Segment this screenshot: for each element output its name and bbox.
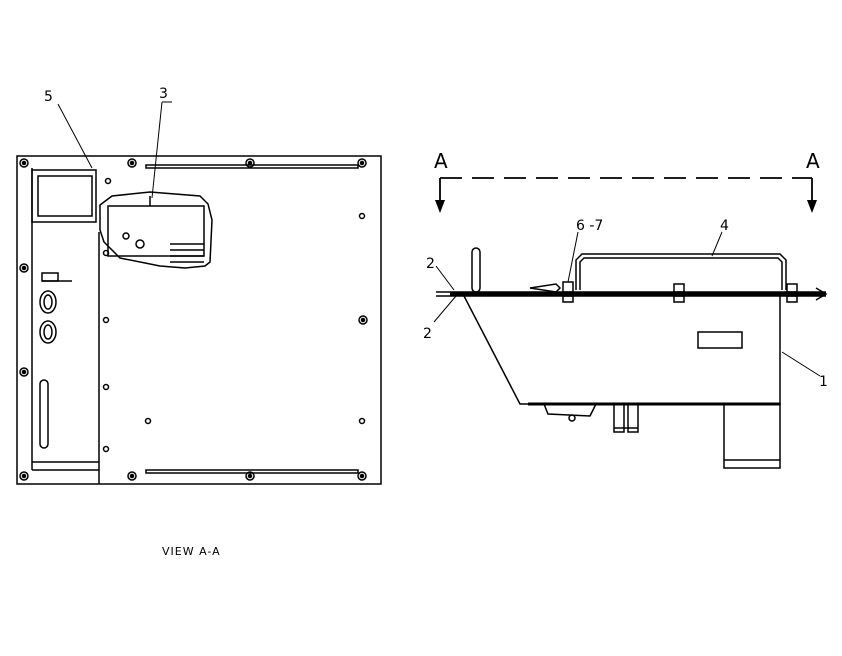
callout-2-upper: 2 <box>426 256 435 272</box>
leader-5 <box>57 103 93 169</box>
callout-5: 5 <box>44 89 53 105</box>
part-3-connector <box>99 191 213 269</box>
part-1-enclosure <box>463 295 781 405</box>
pipe-right <box>627 403 639 433</box>
leader-1 <box>781 351 821 377</box>
callout-6-7: 6 -7 <box>576 218 603 234</box>
long-slot <box>39 379 49 449</box>
section-marker-right: A <box>806 149 820 173</box>
mounting-plate <box>16 155 382 485</box>
leader-6-7 <box>567 231 579 283</box>
callout-2-lower: 2 <box>423 326 432 342</box>
post <box>471 247 481 293</box>
bolt-6-7 <box>562 281 574 293</box>
section-arrow-left <box>435 200 445 213</box>
leader-2a <box>435 265 455 291</box>
section-arrow-right <box>807 200 817 213</box>
view-a-a <box>16 155 382 485</box>
side-view <box>436 247 828 469</box>
leader-3 <box>151 101 163 199</box>
callout-3: 3 <box>159 86 168 102</box>
lower-box <box>723 403 781 469</box>
mounting-holes <box>19 158 368 481</box>
label-plate <box>697 331 743 349</box>
callout-1: 1 <box>819 374 828 390</box>
grommet-upper <box>39 290 57 314</box>
leader-4 <box>711 231 723 257</box>
leader-2b <box>433 295 457 323</box>
callout-4: 4 <box>720 218 729 234</box>
view-caption: VIEW A-A <box>162 545 221 558</box>
section-marker-left: A <box>434 149 448 173</box>
grommet-lower <box>39 320 57 344</box>
pipe-left <box>613 403 625 433</box>
section-line <box>439 177 813 205</box>
top-slot <box>145 164 359 169</box>
part-4-handle <box>575 253 787 290</box>
part-5-bracket <box>31 169 97 223</box>
